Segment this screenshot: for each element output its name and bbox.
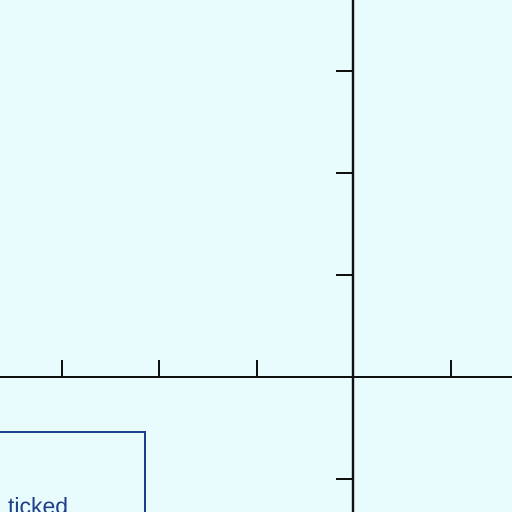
label-box: ticked xyxy=(0,431,146,512)
label-box-text: ticked xyxy=(8,493,69,512)
